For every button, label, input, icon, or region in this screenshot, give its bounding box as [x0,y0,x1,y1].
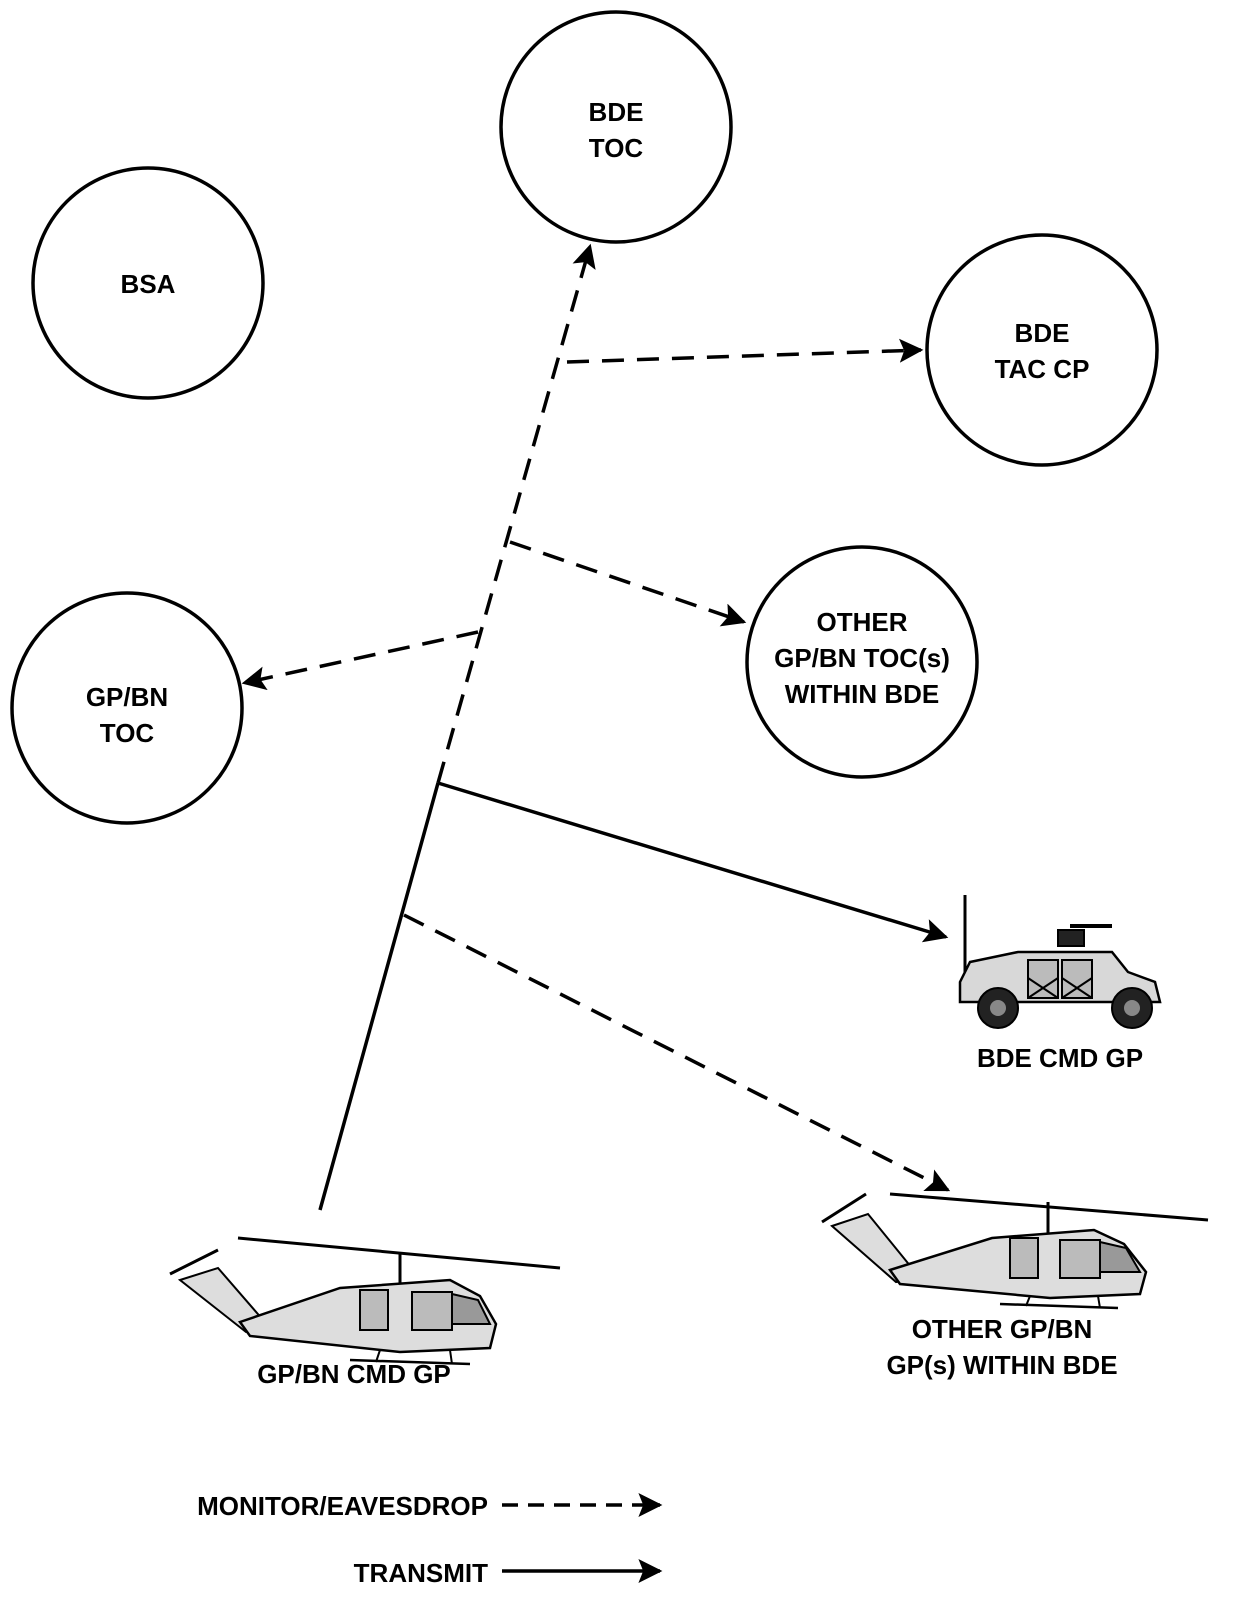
node-bde-toc-line2: TOC [589,133,644,163]
legend-transmit-label: TRANSMIT [354,1558,488,1588]
other-gp-bn-label-line2: GP(s) WITHIN BDE [886,1350,1117,1380]
humvee-icon [958,895,1162,1029]
node-gp-bn-toc-line2: TOC [100,718,155,748]
transmit-line-to-bde-cmd-gp [437,781,949,943]
monitor-line-to-other-toc [509,540,747,627]
bde-cmd-gp-label: BDE CMD GP [977,1043,1143,1073]
node-bsa: BSA [31,166,265,400]
node-other-gp-bn-toc: OTHER GP/BN TOC(s) WITHIN BDE [745,545,979,779]
node-bde-toc-line1: BDE [589,97,644,127]
node-other-gp-bn-toc-line2: GP/BN TOC(s) [774,643,950,673]
monitor-trunk-to-bde-toc [436,243,596,784]
legend-monitor-label: MONITOR/EAVESDROP [197,1491,488,1521]
node-gp-bn-toc: GP/BN TOC [10,591,244,825]
monitor-line-to-bde-tac-cp [566,338,924,364]
legend: MONITOR/EAVESDROP TRANSMIT [197,1491,663,1588]
monitor-line-to-gp-bn-toc [241,630,479,691]
node-bsa-label: BSA [121,269,176,299]
node-other-gp-bn-toc-line3: WITHIN BDE [785,679,940,709]
transmit-trunk-line [318,782,440,1211]
helicopter-icon [821,1192,1209,1310]
node-bde-toc: BDE TOC [499,10,733,244]
helicopter-icon [169,1236,561,1366]
node-bde-tac-cp-line1: BDE [1015,318,1070,348]
node-bde-tac-cp: BDE TAC CP [925,233,1159,467]
node-bde-tac-cp-line2: TAC CP [995,354,1090,384]
gp-bn-cmd-gp-label: GP/BN CMD GP [257,1359,451,1389]
other-gp-bn-label-line1: OTHER GP/BN [912,1314,1093,1344]
node-other-gp-bn-toc-line1: OTHER [817,607,908,637]
monitor-line-to-other-gp [403,913,951,1192]
node-gp-bn-toc-line1: GP/BN [86,682,168,712]
